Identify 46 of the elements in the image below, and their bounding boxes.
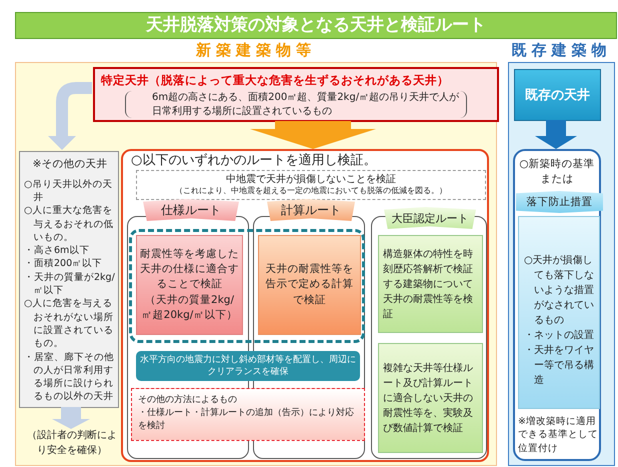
panel-heading: 既存建築物: [510, 41, 612, 60]
callout-box: 水平方向の地震力に対し斜め部材等を配置し、周辺にクリアランスを確保: [136, 351, 360, 381]
body-text: 中地震で天井が損傷しないことを検証: [225, 173, 397, 186]
ribbon-label: 大臣認定ルート: [384, 207, 476, 229]
block-arrow: [52, 407, 90, 429]
heading-text: ※その他の天井: [32, 157, 108, 172]
route-box: [136, 235, 243, 335]
list-item: ・面積200㎡以下: [24, 257, 104, 271]
heading-text: ○以下のいずれかのルートを適用し検証。: [131, 153, 378, 170]
block-arrow: [48, 82, 92, 150]
heading-text: 特定天井（脱落によって重大な危害を生ずるおそれがある天井）: [101, 72, 450, 88]
route-box: 複雑な天井等仕様ルート及び計算ルートに適合しない天井の耐震性等を、実験及び数値計算で検証: [378, 343, 483, 453]
title-banner: 天井脱落対策の対象となる天井と検証ルート: [15, 12, 617, 39]
list-item: ○天井が損傷しても落下しないような措置がなされているもの: [524, 254, 595, 328]
heading-text: その他の方法によるもの: [138, 394, 238, 407]
note-text: ※増改築時に適用できる基準として位置付け: [518, 414, 598, 456]
dashed-box: [131, 388, 365, 441]
list-item: ・居室、廊下その他の人が日常利用する場所に設けられるもの以外の天井: [24, 350, 115, 404]
ribbon-label: 仕様ルート: [143, 199, 239, 221]
route-box: 構造躯体の特性を時刻歴応答解析で検証する建築物について天井の耐震性等を検証: [378, 235, 483, 333]
list-item: ・天井をワイヤー等で吊る構造: [524, 344, 595, 388]
body-text: ・仕様ルート・計算ルートの追加（告示）により対応を検討: [138, 407, 355, 434]
route-box: 天井の耐震性等を告示で定める計算で検証: [258, 235, 361, 335]
block-arrow: [535, 120, 577, 149]
block-arrow: [250, 121, 376, 149]
list-item: ・天井の質量が2kg/㎡以下: [24, 270, 116, 298]
body-text: 耐震性等を考慮した天井の仕様に適合することで検証: [140, 246, 239, 292]
note-text: （これにより、中地震を超える一定の地震においても脱落の低減を図る。）: [174, 186, 448, 196]
panel-heading: 新築建築物等: [194, 41, 317, 60]
highlight-box: [93, 67, 499, 122]
ribbon-label: 落下防止措置: [516, 191, 603, 213]
info-box: [518, 216, 600, 409]
description-text: 6m超の高さにある、面積200㎡超、質量2kg/㎡超の吊り天井で人が日常利用する場所に設置されているもの: [125, 91, 467, 118]
list-item: ・ネットの設置: [524, 328, 595, 343]
ribbon-label: 計算ルート: [267, 199, 355, 221]
info-box: [19, 151, 119, 408]
route-box: [121, 149, 489, 462]
list-item: ・高さ6m以下: [24, 244, 90, 258]
list-item: ○吊り天井以外の天井: [24, 178, 114, 204]
info-box: [513, 149, 601, 461]
body-text: ○新築時の基準または: [518, 157, 596, 186]
note-text: （設計者の判断により安全を確保）: [23, 429, 121, 465]
header-box: 既存の天井: [514, 69, 601, 121]
list-item: ○人に危害を与えるおそれがない場所に設置されているもの。: [24, 297, 114, 351]
note-text: （天井の質量2kg/㎡超20kg/㎡以下）: [140, 292, 238, 323]
list-item: ○人に重大な危害を与えるおそれの低いもの。: [24, 204, 114, 244]
